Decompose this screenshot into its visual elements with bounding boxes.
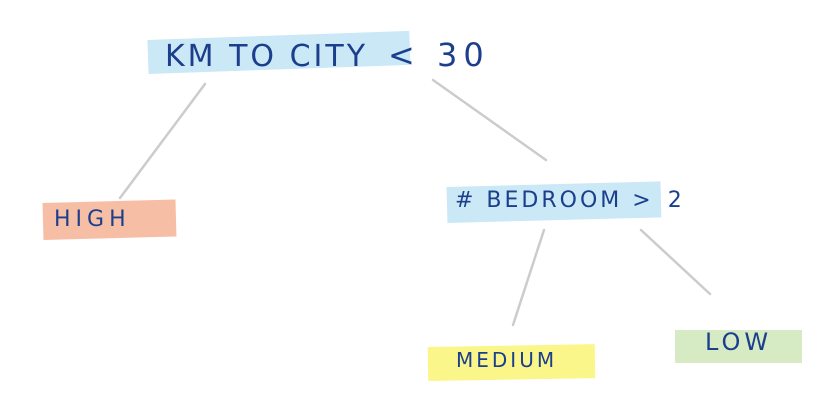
root-feature: KM TO CITY bbox=[165, 39, 369, 74]
edge-root-to-bedroom bbox=[431, 78, 548, 162]
bedroom-node: # BEDROOM > 2 bbox=[455, 188, 687, 213]
leaf-medium: MEDIUM bbox=[456, 348, 558, 372]
bedroom-condition: > 2 bbox=[632, 188, 687, 213]
bedroom-feature: # BEDROOM bbox=[455, 188, 623, 213]
edge-bedroom-to-medium bbox=[511, 228, 546, 327]
edge-root-to-high bbox=[118, 82, 207, 200]
root-node: KM TO CITY < 30 bbox=[165, 36, 490, 74]
root-condition: < 30 bbox=[388, 36, 490, 74]
leaf-high: HIGH bbox=[54, 207, 131, 232]
leaf-low: LOW bbox=[705, 328, 773, 356]
edge-bedroom-to-low bbox=[639, 228, 712, 296]
low-highlight bbox=[675, 330, 802, 363]
